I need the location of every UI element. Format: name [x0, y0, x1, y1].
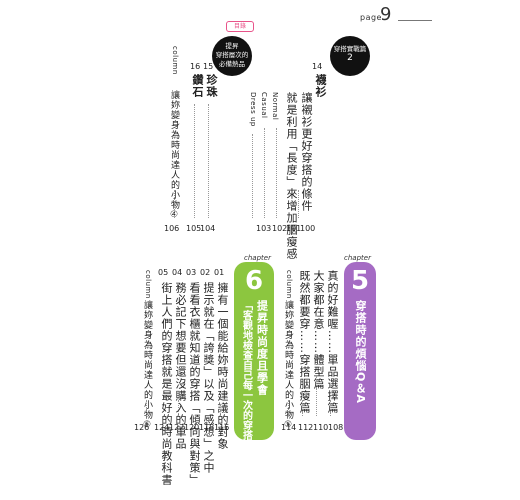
page-label: page — [360, 13, 382, 22]
chapter6-entry-1: 擁有一個能給妳時尚建議的對象 — [216, 282, 229, 450]
item-number: 16 — [190, 62, 201, 71]
chapter6-entry-3: 看看衣櫃就知道的穿搭「傾向與對策」 — [188, 282, 201, 486]
entry-number: 02 — [200, 268, 211, 277]
leader-dots — [302, 400, 303, 416]
leader-dots — [330, 400, 331, 416]
item-number: 15 — [203, 62, 214, 71]
page-ref: 110 — [313, 423, 329, 432]
chapter5-entry-2: 大家都在意……體型篇 — [312, 270, 325, 390]
leader-dots — [276, 128, 277, 218]
contents-tag: 目錄 — [226, 21, 254, 32]
entry-label-dress-up: Dress up — [249, 92, 257, 127]
leader-dots — [174, 190, 175, 218]
entry-number: 04 — [172, 268, 183, 277]
page-ref: 124 — [154, 423, 170, 432]
chapter-label: chapter — [344, 254, 371, 262]
entry-number: 03 — [186, 268, 197, 277]
column-title: 讓妳變身為時尚達人的小物④ — [169, 90, 179, 221]
column-label: column — [144, 270, 152, 299]
item-subtitle-2: 就是利用「長度」來增加胭瘦感 — [285, 92, 298, 260]
item-subtitle: 讓襯衫更好穿搭的條件 — [300, 92, 313, 212]
chapter-number: 6 — [244, 266, 264, 296]
chapter-6-badge: 6 提昇時尚度且學會 「客觀地檢查自己每一次的穿搭」 — [234, 262, 274, 450]
column-title: 讓妳變身為時尚達人的小物⑥ — [142, 300, 152, 431]
entry-number: 01 — [214, 268, 225, 277]
chapter6-entry-2: 提示就在「誇獎」以及「感想」之中 — [202, 282, 215, 474]
leader-dots — [146, 400, 147, 416]
item-title-diamond: 鑽石 — [191, 74, 204, 98]
entry-number: 05 — [158, 268, 169, 277]
page-ref: 102 — [272, 224, 288, 233]
chapter6-entry-5: 街上人們的穿搭就是最好的時尚教科書 — [160, 282, 173, 486]
page-ref: 108 — [328, 423, 344, 432]
page-ref: 106 — [164, 224, 180, 233]
page-ref: 120 — [184, 423, 200, 432]
leader-dots — [252, 134, 253, 218]
section-circle-practice: 穿搭實戰篇 2 — [330, 36, 370, 76]
column-title: 讓妳變身為時尚達人的小物⑤ — [283, 300, 293, 431]
chapter6-entry-4: 務必記下想要但還沒購入的單品 — [174, 282, 187, 450]
column-label: column — [285, 270, 293, 299]
leader-dots — [194, 104, 195, 218]
page-ref: 100 — [300, 224, 316, 233]
chapter-label: chapter — [244, 254, 271, 262]
page-number: 9 — [380, 4, 392, 25]
entry-label-casual: Casual — [260, 92, 268, 119]
page-ref: 105 — [186, 224, 202, 233]
chapter-title: 提昇時尚度且學會 — [255, 300, 269, 396]
page-ref: 103 — [256, 224, 272, 233]
circle-line: 穿搭層次的 — [215, 51, 249, 59]
entry-label-normal: Normal — [271, 92, 279, 121]
page-ref: 118 — [199, 423, 215, 432]
leader-dots — [220, 404, 221, 416]
page-ref: 122 — [169, 423, 185, 432]
leader-dots — [298, 190, 299, 218]
leader-dots — [264, 128, 265, 218]
chapter5-entry-3: 既然都要穿……穿搭胭瘦篇 — [298, 270, 311, 414]
leader-dots — [316, 376, 317, 416]
item-title-pearl: 珍珠 — [205, 74, 218, 98]
chapter-5-badge: 5 穿搭時的煩惱Q＆A — [344, 262, 376, 440]
page-ref: 114 — [281, 423, 297, 432]
chapter-number: 5 — [350, 266, 370, 296]
circle-line: 穿搭實戰篇 — [333, 45, 367, 53]
section-circle-accessories: 提昇 穿搭層次的 必備熱品 — [212, 36, 252, 76]
chapter-title-2: 「客觀地檢查自己每一次的穿搭」 — [240, 300, 252, 450]
chapter5-entry-1: 真的好難喔……單品選擇篇 — [326, 270, 339, 414]
page-ref: 116 — [214, 423, 230, 432]
page-ref: 104 — [200, 224, 216, 233]
circle-line: 提昇 — [225, 42, 239, 50]
page-rule — [398, 20, 432, 21]
leader-dots — [178, 400, 179, 416]
circle-line: 2 — [347, 53, 353, 63]
item-title: 襪衫 — [314, 74, 327, 98]
page-ref: 112 — [298, 423, 314, 432]
page-ref: 101 — [286, 224, 302, 233]
item-number: 14 — [312, 62, 323, 71]
page-ref: 126 — [134, 423, 150, 432]
leader-dots — [208, 104, 209, 218]
circle-line: 必備熱品 — [219, 60, 245, 68]
leader-dots — [288, 400, 289, 416]
column-label: column — [171, 46, 179, 75]
chapter-title: 穿搭時的煩惱Q＆A — [354, 300, 367, 404]
